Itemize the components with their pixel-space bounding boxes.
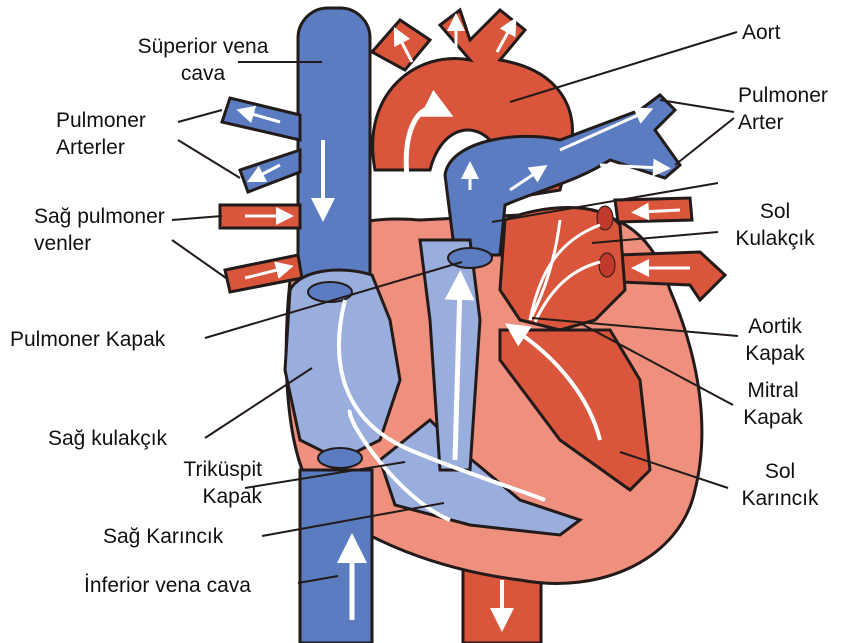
right-pulmonary-veins-label: Sağ pulmoner venler <box>34 203 165 257</box>
right-pulmonary-veins <box>220 205 302 292</box>
inferior-vena-cava-label: İnferior vena cava <box>84 572 251 599</box>
aortic-valve-label: Aortik Kapak <box>735 313 815 367</box>
right-ventricle-label: Sağ Karıncık <box>103 523 223 550</box>
superior-vena-cava-label: Süperior vena cava <box>118 33 288 87</box>
pulmonary-artery-label: Pulmoner Arter <box>738 82 828 136</box>
tricuspid-valve-label: Triküspit Kapak <box>180 456 262 510</box>
left-ventricle-label: Sol Karıncık <box>730 458 830 512</box>
pulmonary-arteries-label: Pulmoner Arterler <box>56 107 146 161</box>
left-pulmonary-arteries <box>222 98 300 192</box>
right-atrium-label: Sağ kulakçık <box>48 425 167 452</box>
left-atrium-label: Sol Kulakçık <box>720 198 830 252</box>
aorta-label: Aort <box>742 19 781 46</box>
pulmonary-valve-label: Pulmoner Kapak <box>10 326 165 353</box>
mitral-valve-label: Mitral Kapak <box>733 377 813 431</box>
